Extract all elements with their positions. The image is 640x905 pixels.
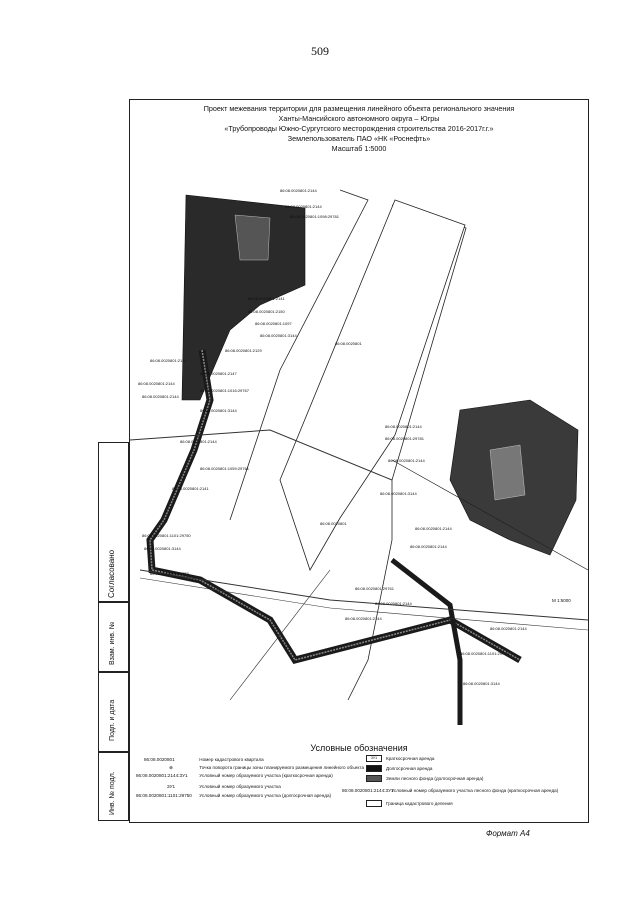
parcel-label: 86:08.0020801:3144	[144, 546, 181, 551]
legend-symbol: 86:08.0020801:1101:29750	[136, 793, 192, 798]
parcel-label: 86:08.0020801:1016:29767	[200, 388, 250, 393]
pipeline-corridor-long	[130, 429, 393, 481]
legend-text: Условный номер образуемого участка (долг…	[199, 793, 332, 798]
parcel-label: 86:08.0020801:3144	[380, 491, 417, 496]
page-number: 509	[311, 44, 329, 58]
parcel-label: 86:08.0020801:3144	[200, 408, 237, 413]
parcel-label: 86:08.0020801:2141	[172, 486, 209, 491]
parcel-label: 86:08.0020801:2144	[385, 424, 422, 429]
legend-title: Условные обозначения	[310, 743, 408, 753]
title-line-2: Ханты-Мансийского автономного округа – Ю…	[278, 114, 440, 123]
legend-item: 86:08.0020801:2144:ЗУ1 Условный номер об…	[342, 788, 558, 793]
parcel-label: 86:08.0020801:2129	[225, 348, 262, 353]
parcel-label: 86:08.0020801:2144	[375, 601, 412, 606]
parcel-label: 86:08.0020801:1098:29781	[290, 214, 340, 219]
stamp-cell-inventory: Инв. № подл.	[98, 752, 129, 821]
pipeline-corridor-east	[139, 569, 588, 621]
boundary-line-south	[229, 569, 331, 701]
parcel-label: 86:08.0020801:2144	[345, 616, 382, 621]
forest-block-top	[181, 194, 306, 401]
scale-note: М 1:5000	[552, 598, 571, 603]
parcel-label: 86:08.0020801:2150	[248, 309, 285, 314]
format-label: Формат А4	[486, 829, 530, 838]
stamp-label: Взам. инв. №	[109, 621, 116, 665]
parcel-label: 86:08.0020801:2144	[285, 204, 322, 209]
parcel-label: 86:08.0020801:3144	[463, 681, 500, 686]
parcel-label: 86:08.0020801:1101:29771	[460, 651, 509, 656]
title-line-3: «Трубопроводы Южно-Сургутского месторожд…	[224, 124, 494, 133]
parcel-label: 86:08.0020801:1097	[255, 321, 292, 326]
quarter-label-2: 86:08.0020801	[320, 521, 347, 526]
title-line-4: Землепользователь ПАО «НК «Роснефть»	[287, 134, 431, 143]
parcel-label: 86:08.0020801:1101:29750	[142, 533, 191, 538]
stamp-cell-replaced: Взам. инв. №	[98, 602, 129, 672]
legend-text: Номер кадастрового квартала	[199, 757, 264, 762]
parcel-label: 86:08.0020801:2144	[138, 381, 175, 386]
parcel-label: 86:08.0020801:3144	[260, 333, 297, 338]
parcel-label: 86:08.0020801:29750	[150, 571, 190, 576]
parcel-label: 86:08.0020801:1059:29761	[200, 466, 250, 471]
parcel-label: 86:08.0020801:2144	[490, 626, 527, 631]
parcel-label: 86:08.0020801:2144	[415, 526, 452, 531]
boundary-line-east	[391, 459, 588, 571]
legend-item: 86:08.0020801:2144:ЗУ1 Условный номер об…	[136, 773, 333, 778]
parcel-label: 86:08.0020801:2147	[200, 371, 237, 376]
forest-clearing	[234, 214, 271, 261]
parcel-label: 86:08.0020801:2141	[248, 296, 285, 301]
cadastral-boundary-swatch	[366, 800, 382, 807]
title-line-5: Масштаб 1:5000	[331, 144, 387, 153]
quarter-boundary-left	[229, 189, 369, 521]
legend-text: Условный номер образуемого участка	[199, 784, 281, 789]
stamp-label: Инв. № подл.	[109, 771, 116, 815]
parcel-label: 86:08.0020801:29781	[385, 436, 425, 441]
stamp-cell-agreed: Согласовано	[98, 442, 129, 602]
legend-item: Краткосрочная аренда	[386, 756, 435, 761]
parcel-label: 86:08.0020801:2141	[150, 358, 187, 363]
drawing-sheet: Проект межевания территории для размещен…	[129, 99, 589, 823]
cadastral-map: 86:08.0020801 86:08.0020801 86:08.002080…	[130, 188, 588, 725]
stamp-label: Подп. и дата	[109, 699, 116, 741]
legend-symbol: ЗУ1	[166, 784, 176, 789]
legend-item: ЗУ1 Условный номер образуемого участка	[144, 784, 281, 789]
parcel-label: 86:08.0020801:29761	[355, 586, 395, 591]
parcel-label: 86:08.0020801:2144	[410, 544, 447, 549]
forest-fund-swatch	[366, 775, 382, 782]
road-strip	[279, 199, 466, 571]
legend-item: Долгосрочная аренда	[386, 766, 433, 771]
side-stamp: Согласовано Взам. инв. № Подп. и дата Ин…	[98, 442, 129, 821]
stamp-cell-signature: Подп. и дата	[98, 672, 129, 752]
drawing-title: Проект межевания территории для размещен…	[130, 104, 588, 154]
parcel-label: 86:08.0020801:2144	[180, 439, 217, 444]
legend-symbol: 86:08.0020801:2144:ЗУ1	[136, 773, 188, 778]
legend-text: Условный номер образуемого участка (крат…	[199, 773, 333, 778]
legend-item: 86:08.0020801:1101:29750 Условный номер …	[136, 793, 331, 798]
parcel-label: 86:08.0020801:2144	[142, 394, 179, 399]
legend-item: ⊕ Точка поворота границы зоны планируемо…	[144, 765, 364, 771]
parcel-label: 86:08.0020801:2144	[280, 188, 317, 193]
legend-symbol: 86:08.0020801	[144, 757, 175, 762]
boundary-point-icon: ⊕	[169, 765, 173, 770]
legend-text: Точка поворота границы зоны планируемого…	[199, 765, 365, 770]
title-line-1: Проект межевания территории для размещен…	[203, 104, 515, 113]
parcel-label: 86:08.0020801:2144	[388, 458, 425, 463]
long-term-lease-swatch	[366, 765, 382, 772]
legend-text: Условный номер образуемого участка лесно…	[391, 788, 559, 793]
quarter-label-1: 86:08.0020801	[335, 341, 362, 346]
short-term-lease-swatch: ЗУ1	[366, 755, 382, 762]
legend-item: 86:08.0020801 Номер кадастрового квартал…	[144, 757, 264, 762]
pipeline-corridor-inner	[149, 349, 521, 661]
legend-item: Граница кадастрового деления	[386, 801, 453, 806]
pipeline-corridor-right	[390, 558, 463, 725]
legend-symbol: 86:08.0020801:2144:ЗУ1	[342, 788, 394, 793]
stamp-label: Согласовано	[107, 549, 116, 598]
parcel-labels-left: 86:08.0020801:2144 86:08.0020801:2144 86…	[138, 188, 340, 576]
pipeline-corridor-east2	[139, 577, 588, 631]
parcel-labels-right: 86:08.0020801:2144 86:08.0020801:29781 8…	[345, 424, 527, 686]
forest-clearing-right	[489, 444, 526, 501]
legend-item: Земли лесного фонда (долгосрочная аренда…	[386, 776, 484, 781]
